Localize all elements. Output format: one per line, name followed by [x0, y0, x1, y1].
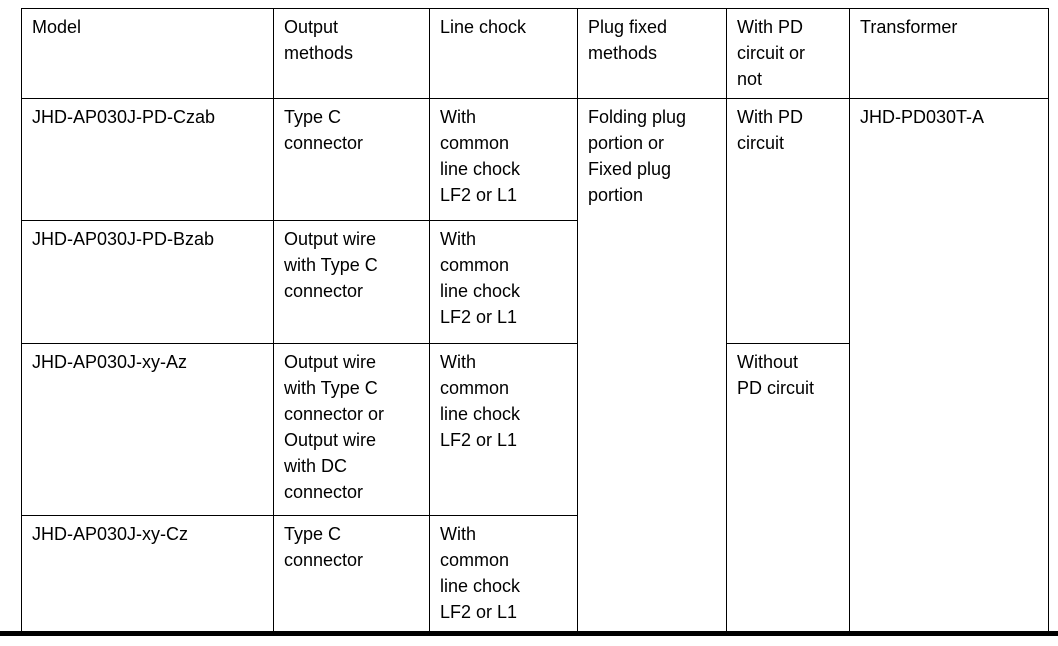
header-cell-plug-fixed-methods: Plug fixed methods: [577, 8, 727, 99]
header-cell-output-methods: Output methods: [273, 8, 430, 99]
table-row-3: JHD-AP030J-xy-Az Output wire with Type C…: [21, 343, 1049, 634]
table-row-4: JHD-AP030J-xy-Cz Type C connector With c…: [21, 515, 1049, 634]
output-methods-cell-row1: Type C connector: [273, 98, 430, 221]
line-chock-cell-row4: With common line chock LF2 or L1: [429, 515, 578, 634]
line-chock-cell-row1: With common line chock LF2 or L1: [429, 98, 578, 221]
header-cell-line-chock: Line chock: [429, 8, 578, 99]
table-row-2: JHD-AP030J-PD-Bzab Output wire with Type…: [21, 220, 1049, 344]
pd-circuit-with-cell: With PD circuit: [726, 98, 850, 344]
header-cell-transformer: Transformer: [849, 8, 1049, 99]
header-row: Model Output methods Line chock Plug fix…: [21, 8, 1049, 99]
plug-fixed-methods-cell: Folding plug portion or Fixed plug porti…: [577, 98, 727, 634]
pd-circuit-without-cell: Without PD circuit: [726, 343, 850, 634]
header-cell-model: Model: [21, 8, 274, 99]
model-cell-row2: JHD-AP030J-PD-Bzab: [21, 220, 274, 344]
transformer-cell: JHD-PD030T-A: [849, 98, 1049, 634]
output-methods-cell-row3: Output wire with Type C connector or Out…: [273, 343, 430, 516]
model-cell-row1: JHD-AP030J-PD-Czab: [21, 98, 274, 221]
model-spec-table: Model Output methods Line chock Plug fix…: [21, 8, 1049, 634]
output-methods-cell-row4: Type C connector: [273, 515, 430, 634]
model-cell-row3: JHD-AP030J-xy-Az: [21, 343, 274, 516]
table-row-1: JHD-AP030J-PD-Czab Type C connector With…: [21, 98, 1049, 634]
bottom-rule-divider: [0, 631, 1058, 636]
model-cell-row4: JHD-AP030J-xy-Cz: [21, 515, 274, 634]
header-cell-pd-circuit: With PD circuit or not: [726, 8, 850, 99]
line-chock-cell-row3: With common line chock LF2 or L1: [429, 343, 578, 516]
output-methods-cell-row2: Output wire with Type C connector: [273, 220, 430, 344]
line-chock-cell-row2: With common line chock LF2 or L1: [429, 220, 578, 344]
